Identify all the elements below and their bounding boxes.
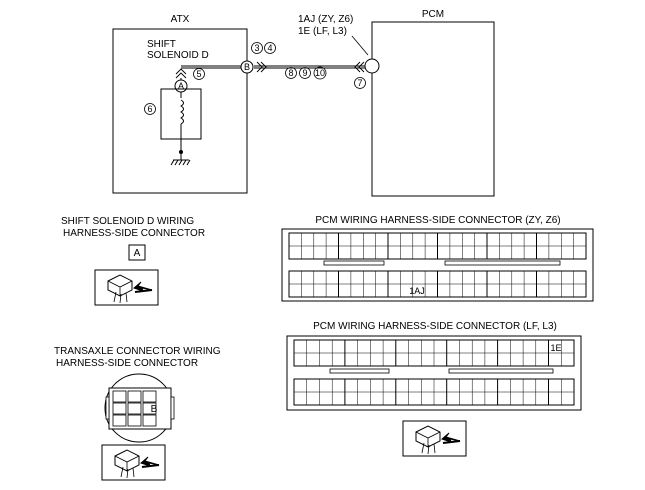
- solenoid-connector-icon: [94, 269, 159, 306]
- ref-5: 5: [193, 68, 205, 80]
- transaxle-connector-chevrons: [256, 61, 267, 73]
- ref-10: 10: [313, 66, 327, 80]
- pcm-box: [371, 21, 495, 197]
- pcm-connector-lf-title: PCM WIRING HARNESS-SIDE CONNECTOR (LF, L…: [313, 321, 557, 332]
- ref-4: 4: [264, 42, 276, 54]
- point-b-circle: [240, 60, 254, 74]
- pcm-terminal-circle: [364, 58, 380, 74]
- transaxle-connector-face: [104, 373, 175, 443]
- ref-7: 7: [354, 77, 366, 89]
- atx-label: ATX: [171, 14, 190, 25]
- solenoid-connector-title-line2: HARNESS-SIDE CONNECTOR: [63, 228, 205, 239]
- ref-8: 8: [285, 67, 297, 79]
- pcm-terminal-1e-label: 1E: [550, 343, 561, 353]
- ground-icon: [170, 152, 191, 166]
- transaxle-connector-icon: [101, 444, 166, 481]
- svg-text:3: 3: [254, 43, 259, 53]
- pcm-connector-zy-title: PCM WIRING HARNESS-SIDE CONNECTOR (ZY, Z…: [315, 215, 560, 226]
- svg-text:7: 7: [357, 78, 362, 88]
- svg-text:5: 5: [196, 69, 201, 79]
- pcm-terminal-label-line2: 1E (LF, L3): [298, 26, 347, 37]
- solenoid-connector-title-line1: SHIFT SOLENOID D WIRING: [61, 216, 194, 227]
- ref-9: 9: [299, 67, 311, 79]
- svg-text:6: 6: [147, 104, 152, 114]
- solenoid-label-line1: SHIFT: [147, 39, 176, 50]
- pcm-terminal-label-line1: 1AJ (ZY, Z6): [298, 14, 353, 25]
- pcm-connector-chevrons: [354, 61, 365, 73]
- svg-text:9: 9: [302, 68, 307, 78]
- pcm-connector-zy: [281, 228, 594, 302]
- svg-text:10: 10: [315, 68, 325, 78]
- connector-a-label: A: [134, 248, 141, 259]
- ref-3: 3: [251, 42, 263, 54]
- pcm-connector-icon: [402, 420, 467, 457]
- solenoid-connector-chevrons: [175, 68, 187, 79]
- pcm-terminal-leader: [351, 35, 369, 56]
- transaxle-terminal-b-label: B: [151, 404, 158, 415]
- pcm-label: PCM: [422, 9, 444, 20]
- pcm-terminal-1aj-label: 1AJ: [409, 286, 425, 296]
- svg-text:4: 4: [267, 43, 272, 53]
- pcm-connector-lf: [286, 335, 582, 411]
- transaxle-connector-title-line1: TRANSAXLE CONNECTOR WIRING: [54, 346, 221, 357]
- point-a-label: A: [178, 81, 184, 91]
- svg-text:8: 8: [288, 68, 293, 78]
- solenoid-coil: [160, 88, 202, 152]
- harness-wire: [181, 65, 365, 69]
- ref-6: 6: [144, 103, 156, 115]
- point-b-label: B: [244, 62, 250, 72]
- atx-box: [112, 28, 248, 194]
- connector-a-box: [128, 244, 146, 261]
- transaxle-connector-title-line2: HARNESS-SIDE CONNECTOR: [56, 358, 198, 369]
- solenoid-label-line2: SOLENOID D: [147, 50, 209, 61]
